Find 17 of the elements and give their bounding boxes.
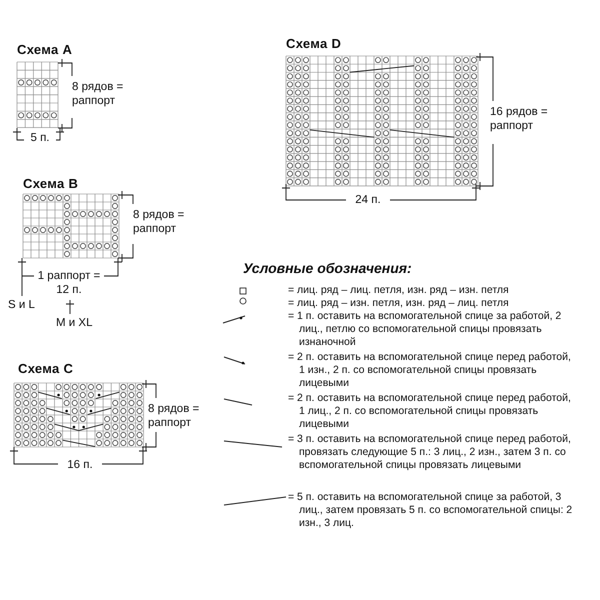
legend-text: = 2 п. оставить на вспомогательной спице перед работой, 1 изн., 2 п. со вспомогательной спицы провязать лицевыми bbox=[288, 351, 572, 390]
chart-title: Схема A bbox=[17, 42, 74, 57]
legend-text: = лиц. ряд – лиц. петля, изн. ряд – изн. петля bbox=[288, 284, 510, 297]
legend-text: = 3 п. оставить на вспомогательной спице перед работой, провязать следующие 5 п.: 3 лиц., 2 изн., затем 3 п. со вспомогательной спицы провязать лицевыми bbox=[288, 433, 572, 472]
legend-heading: Условные обозначения: bbox=[243, 260, 413, 276]
chart-title: Схема B bbox=[23, 176, 80, 191]
legend-text: = лиц. ряд – изн. петля, изн. ряд – лиц. петля bbox=[288, 297, 510, 310]
chart-title: Схема D bbox=[286, 36, 342, 51]
chart-label: M и XL bbox=[56, 316, 94, 330]
chart-title: Схема C bbox=[18, 361, 74, 376]
chart-label: 8 рядов = раппорт bbox=[72, 80, 124, 108]
legend-text: = 1 п. оставить на вспомогательной спице за работой, 2 лиц., петлю со вспомогательной спицы провязать изнаночной bbox=[288, 310, 562, 349]
chart-label: 8 рядов = раппорт bbox=[148, 402, 200, 430]
chart-label: S и L bbox=[8, 298, 36, 312]
legend-text: = 5 п. оставить на вспомогательной спице за работой, 3 лиц., затем провязать 5 п. со вспомогательной спицы: 2 изн., 3 лиц. bbox=[288, 491, 574, 530]
legend-text: = 2 п. оставить на вспомогательной спице перед работой, 1 лиц., 2 п. со вспомогательной спицы провязать лицевыми bbox=[288, 392, 572, 431]
chart-label: 8 рядов = раппорт bbox=[133, 208, 186, 236]
